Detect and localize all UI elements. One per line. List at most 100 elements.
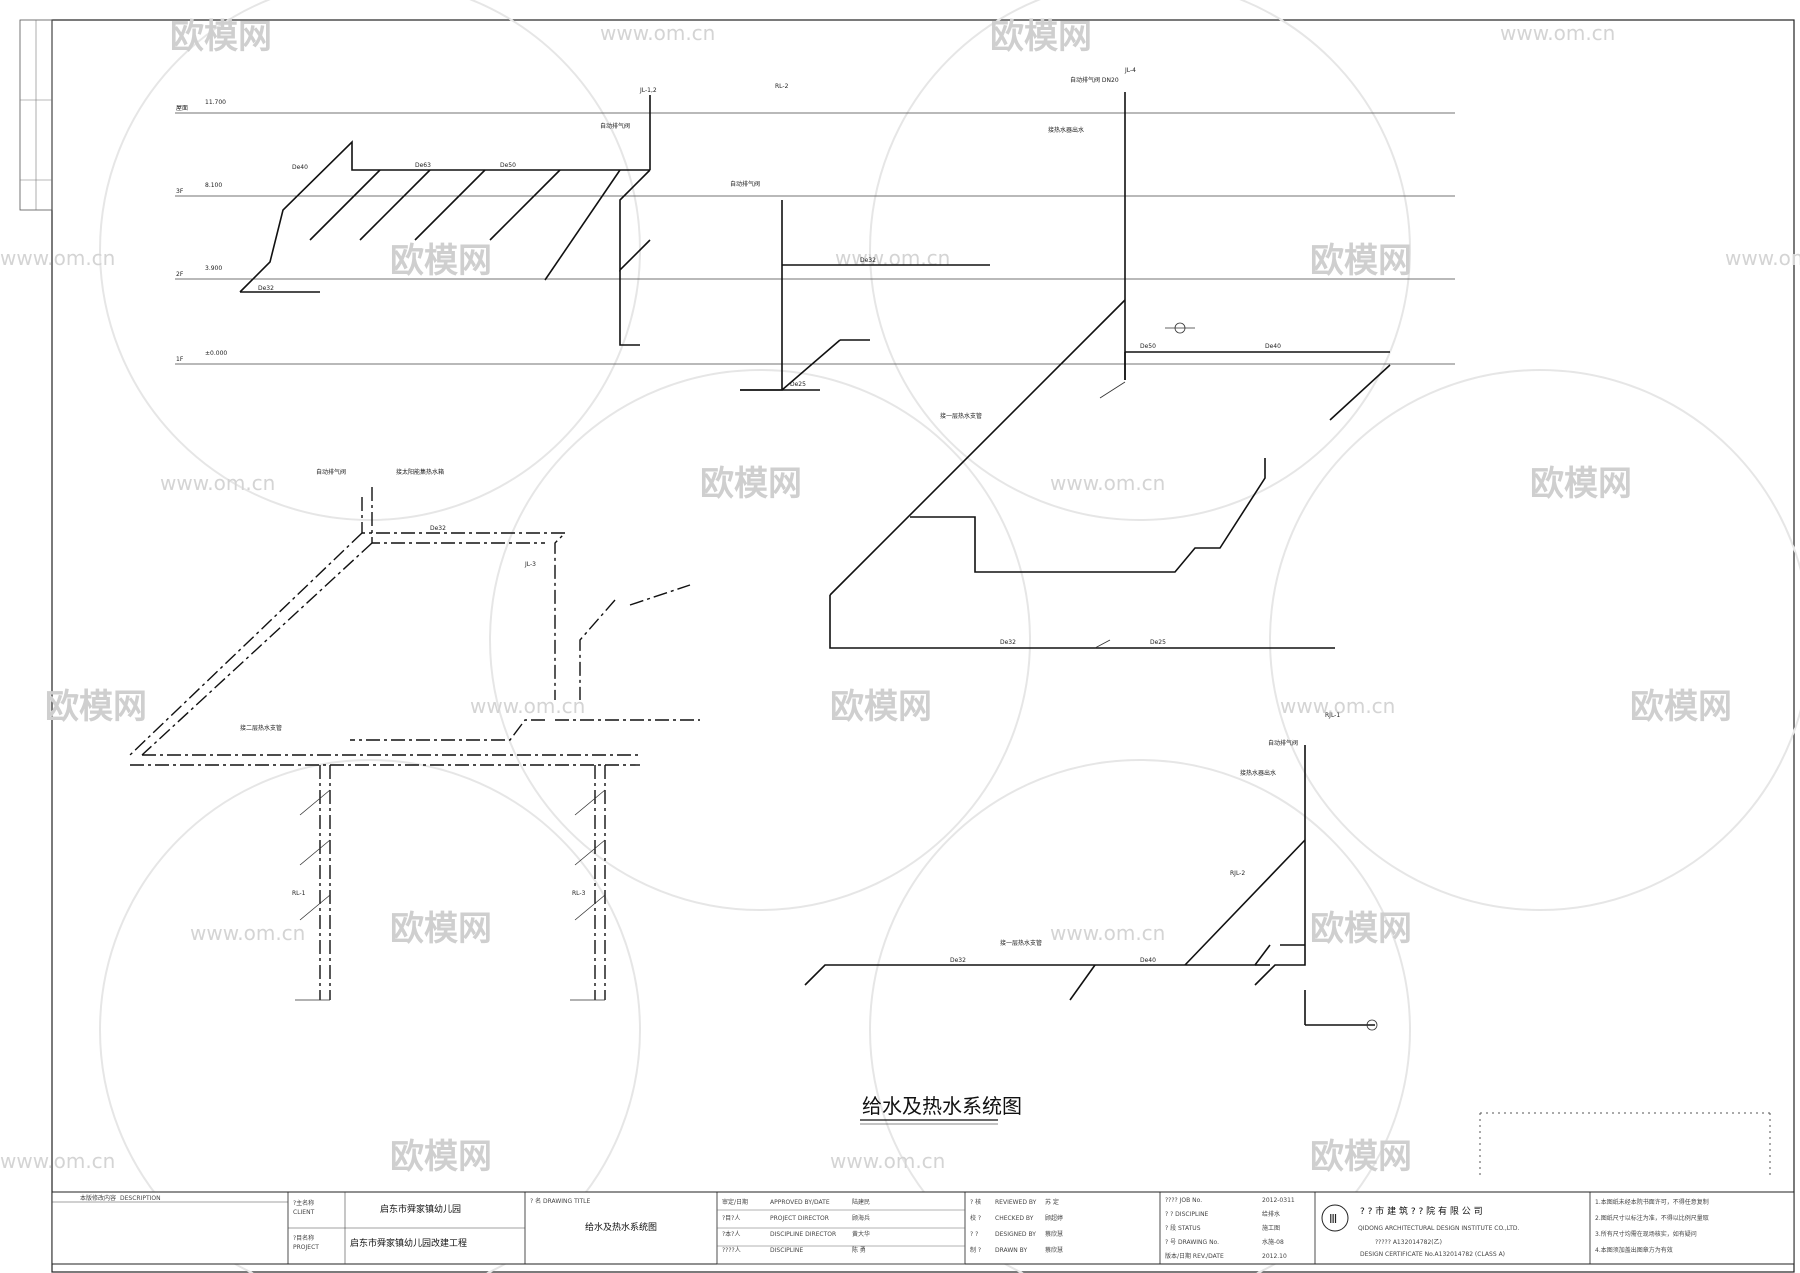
watermark-url: www.om.cn (1050, 921, 1165, 945)
watermark-url: www.om.cn (190, 921, 305, 945)
riser-label: JL-1,2 (639, 87, 657, 94)
role-label-en: DESIGNED BY (995, 1231, 1036, 1238)
role-name: 顾超婷 (1045, 1214, 1063, 1222)
watermarks: 欧模网欧模网欧模网欧模网欧模网欧模网欧模网欧模网欧模网欧模网欧模网欧模网欧模网w… (0, 17, 1800, 1177)
floor-label-1f: 1F (176, 356, 184, 363)
corner-marks (1479, 1112, 1771, 1176)
pipe-size-label: De50 (500, 162, 516, 169)
client-value: 启东市舜家镇幼儿园 (380, 1203, 461, 1215)
watermark-url: www.om.cn (1280, 694, 1395, 718)
riser-label: JL-3 (524, 561, 536, 568)
revision-header-en: DESCRIPTION (120, 1195, 161, 1202)
certificate: ????? A132014782(乙) (1375, 1239, 1442, 1246)
callout-label: 自动排气阀 (600, 122, 630, 130)
callout-label: 接一层热水支管 (1000, 939, 1042, 947)
system-diagram-4: 自动排气阀 接太阳能集热水箱 接二层热水支管 RL-1 RL-3 JL-3 De… (129, 468, 700, 1001)
watermark-brand: 欧模网 (830, 687, 932, 727)
drawing-title: 给水及热水系统图 (862, 1094, 1022, 1118)
drawing-title-label: ? 名 DRAWING TITLE (530, 1197, 591, 1205)
role-label: 审定/日期 (722, 1198, 748, 1206)
system-diagram-5: RJL-1 自动排气阀 接热水器出水 RJL-2 接一层热水支管 De32 De… (804, 712, 1378, 1031)
meta-label: ? ? DISCIPLINE (1165, 1211, 1209, 1218)
role-label-en: PROJECT DIRECTOR (770, 1215, 829, 1222)
floor-elev-3f: 8.100 (205, 182, 222, 189)
watermark-brand: 欧模网 (45, 687, 147, 727)
watermark-url: www.om.cn (1500, 21, 1615, 45)
project-label: ?目名称 (293, 1234, 314, 1242)
pipe-size-label: De25 (1150, 639, 1166, 646)
role-label-en: DRAWN BY (995, 1247, 1027, 1254)
watermark-url: www.om.cn (1050, 471, 1165, 495)
callout-label: 接热水器出水 (1240, 769, 1276, 777)
watermark-brand: 欧模网 (1530, 464, 1632, 504)
callout-label: 自动排气阀 (316, 468, 346, 476)
note-1: 1.本图纸未经本院书面许可，不得任意复制 (1595, 1198, 1709, 1206)
callout-label: 接热水器出水 (1048, 126, 1084, 134)
callout-label: 自动排气阀 (1268, 739, 1298, 747)
callout-label: 自动排气阀 (730, 180, 760, 188)
role-name: 黄大华 (852, 1230, 870, 1238)
watermark-brand: 欧模网 (390, 241, 492, 281)
pipe-size-label: De32 (430, 525, 446, 532)
system-diagram-1: JL-1,2 De63 De50 De40 De32 自动排气阀 (239, 87, 657, 346)
company-name-en: QIDONG ARCHITECTURAL DESIGN INSTITUTE CO… (1358, 1225, 1520, 1232)
meta-label: 版本/日期 REV./DATE (1165, 1252, 1224, 1260)
drawing-title-value: 给水及热水系统图 (585, 1221, 657, 1233)
riser-label: RJL-1 (1325, 712, 1340, 719)
callout-label: 接太阳能集热水箱 (396, 468, 444, 476)
watermark-brand: 欧模网 (1630, 687, 1732, 727)
role-name: 苏 定 (1045, 1198, 1059, 1206)
watermark-brand: 欧模网 (1310, 1137, 1412, 1177)
role-name: 蔡欣慧 (1045, 1230, 1063, 1238)
certificate-en: DESIGN CERTIFICATE No.A132014782 (CLASS … (1360, 1251, 1505, 1258)
callout-label: 接二层热水支管 (240, 724, 282, 732)
sheet-border (51, 19, 1795, 1273)
floor-elev-roof: 11.700 (205, 99, 226, 106)
title-block: 本版修改内容 DESCRIPTION ?主名称 CLIENT 启东市舜家镇幼儿园… (51, 1191, 1795, 1265)
watermark-brand: 欧模网 (1310, 241, 1412, 281)
floor-lines (175, 112, 1455, 365)
role-label: ?目?人 (722, 1215, 740, 1222)
pipe-size-label: De32 (860, 257, 876, 264)
watermark-url: www.om.cn (0, 1149, 115, 1173)
meta-value: 水施-08 (1262, 1238, 1284, 1246)
role-label-en: REVIEWED BY (995, 1199, 1037, 1206)
watermark-brand: 欧模网 (390, 1137, 492, 1177)
callout-label: 接一层热水支管 (940, 412, 982, 420)
meta-label: ???? JOB No. (1165, 1197, 1202, 1204)
watermark-arcs (99, 0, 1800, 1273)
client-label: ?主名称 (293, 1199, 314, 1207)
floor-elev-1f: ±0.000 (205, 350, 227, 357)
pipe-size-label: De32 (258, 285, 274, 292)
watermark-url: www.om.cn (1725, 246, 1800, 270)
role-label: ????人 (722, 1247, 741, 1254)
watermark-url: www.om.cn (470, 694, 585, 718)
pipe-size-label: De40 (292, 164, 308, 171)
riser-label: RL-1 (292, 890, 306, 897)
note-3: 3.所有尺寸均需在现场核实，如有疑问 (1595, 1230, 1697, 1238)
pipe-size-label: De32 (1000, 639, 1016, 646)
company-logo (1321, 1204, 1349, 1232)
watermark-brand: 欧模网 (1310, 909, 1412, 949)
role-label-en: DISCIPLINE (770, 1247, 803, 1254)
pipe-size-label: De40 (1140, 957, 1156, 964)
role-label: ? 核 (970, 1198, 981, 1206)
meta-value: 2012.10 (1262, 1253, 1287, 1260)
riser-label: RL-3 (572, 890, 586, 897)
watermark-brand: 欧模网 (390, 909, 492, 949)
note-2: 2.图纸尺寸以标注为准，不得以比例尺量取 (1595, 1214, 1709, 1222)
floor-label-3f: 3F (176, 188, 184, 195)
role-label-en: DISCIPLINE DIRECTOR (770, 1231, 836, 1238)
role-label: ? ? (970, 1231, 978, 1238)
system-diagram-2: RL-2 自动排气阀 De32 De25 (730, 83, 990, 391)
floor-labels: 屋面 11.700 3F 8.100 2F 3.900 1F ±0.000 (176, 99, 227, 363)
meta-value: 施工图 (1262, 1224, 1280, 1232)
watermark-url: www.om.cn (835, 246, 950, 270)
floor-elev-2f: 3.900 (205, 265, 222, 272)
note-4: 4.本图须加盖出图章方为有效 (1595, 1246, 1673, 1254)
role-name: 顾海兵 (852, 1214, 870, 1222)
riser-label: RJL-2 (1230, 870, 1245, 877)
role-label-en: CHECKED BY (995, 1215, 1034, 1222)
watermark-url: www.om.cn (830, 1149, 945, 1173)
